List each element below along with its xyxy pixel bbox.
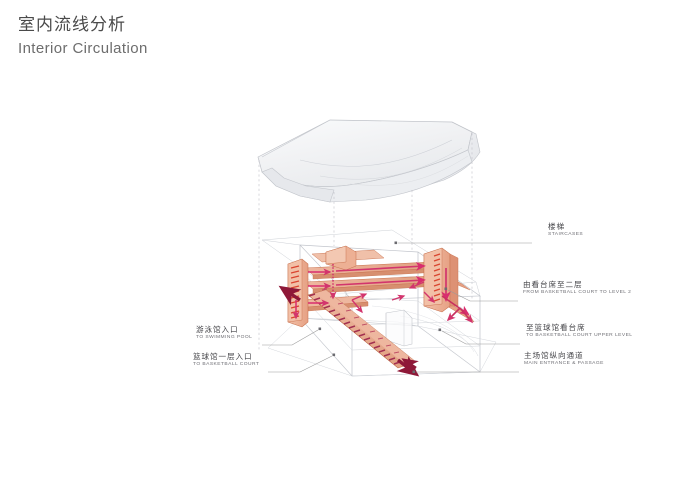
callout-staircases-cn: 楼梯 (548, 222, 565, 231)
label-leader-lines (262, 242, 532, 373)
leader-to-basketball-court (268, 355, 333, 373)
arrow-mid-junction (351, 293, 406, 314)
arrow-main-passage-up (278, 285, 302, 306)
stair-treads-right (433, 253, 441, 302)
callout-court-upper-level-en: TO BASKETBALL COURT UPPER LEVEL (526, 333, 633, 339)
arrow-ground-entry (401, 358, 419, 374)
arrow-to-pool-arm (441, 295, 474, 324)
leader-court-to-level-2 (447, 289, 518, 302)
arrow-left-tower-branches (292, 268, 332, 320)
main-diagonal-ramp (307, 288, 417, 369)
leader-dot (332, 353, 336, 357)
callout-court-to-level-2-cn: 由看台席至二层 (523, 280, 583, 289)
callout-main-entrance-passage[interactable]: 主场馆纵向通道 MAIN ENTRANCE & PASSAGE (524, 351, 604, 368)
page-title: 室内流线分析 Interior Circulation (18, 14, 148, 59)
callout-court-to-level-2-en: FROM BASKETBALL COURT TO LEVEL 2 (523, 290, 632, 296)
callout-to-swimming-pool[interactable]: 游泳馆入口 TO SWIMMING POOL (196, 325, 252, 342)
callout-staircases[interactable]: 楼梯 STAIRCASES (548, 222, 583, 239)
callout-main-entrance-passage-cn: 主场馆纵向通道 (524, 351, 584, 360)
callout-to-basketball-court-cn: 篮球馆一层入口 (193, 352, 253, 361)
leader-dot (438, 328, 442, 332)
leader-dot (412, 370, 416, 374)
callout-to-basketball-court[interactable]: 篮球馆一层入口 TO BASKETBALL COURT (193, 352, 259, 369)
roof-drop-dashed-lines (258, 133, 473, 352)
page-title-cn: 室内流线分析 (18, 15, 126, 35)
callout-staircases-en: STAIRCASES (548, 232, 584, 238)
leader-dot (394, 241, 398, 245)
callout-main-entrance-passage-en: MAIN ENTRANCE & PASSAGE (524, 361, 604, 367)
ramp-step-stripes (308, 293, 401, 365)
leader-court-upper-level (441, 330, 520, 345)
arrow-right-base-hooks (408, 281, 435, 303)
label-leader-dots (318, 241, 448, 374)
leader-to-swimming-pool (262, 329, 319, 346)
arrow-bridge-flows (335, 261, 426, 286)
stair-tower-right (423, 247, 459, 313)
leader-dot (444, 287, 448, 291)
leader-dot (318, 327, 322, 331)
callout-court-upper-level-cn: 至篮球馆看台席 (526, 323, 586, 332)
curved-roof-canopy (257, 119, 481, 203)
callout-to-basketball-court-en: TO BASKETBALL COURT (193, 362, 260, 368)
callout-court-to-level-2[interactable]: 由看台席至二层 FROM BASKETBALL COURT TO LEVEL 2 (523, 280, 631, 297)
callout-to-swimming-pool-cn: 游泳馆入口 (196, 325, 239, 334)
page-title-en: Interior Circulation (18, 39, 148, 57)
callout-to-swimming-pool-en: TO SWIMMING POOL (196, 335, 253, 341)
callout-court-upper-level[interactable]: 至篮球馆看台席 TO BASKETBALL COURT UPPER LEVEL (526, 323, 632, 340)
